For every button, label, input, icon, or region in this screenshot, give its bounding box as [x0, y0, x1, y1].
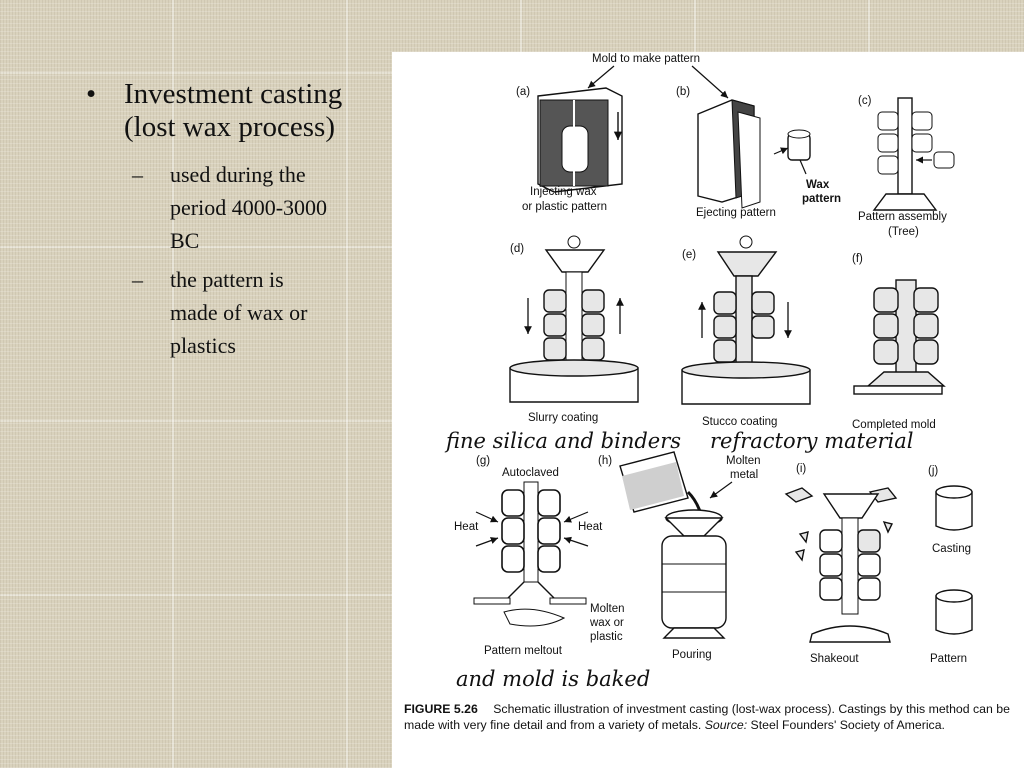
main-bullet: • Investment casting (lost wax process): [86, 78, 386, 144]
panel-caption: or plastic pattern: [522, 201, 607, 213]
panel-callout: Wax: [806, 179, 830, 191]
main-bullet-line: (lost wax process): [124, 111, 336, 143]
panel-caption: (Tree): [888, 226, 919, 238]
casting-label: Casting: [932, 543, 971, 555]
panel-letter: (d): [510, 243, 524, 255]
panel-letter: (e): [682, 249, 696, 261]
heat-label: Heat: [454, 521, 479, 533]
sub-bullet-line: made of wax or: [170, 300, 308, 325]
handwritten-note-baked: and mold is baked: [456, 667, 650, 691]
panel-caption: Shakeout: [810, 653, 859, 665]
source-label: Source:: [704, 717, 748, 732]
sub-bullet-line: the pattern is: [170, 267, 284, 292]
dash-marker: –: [132, 162, 143, 187]
dash-marker: –: [132, 267, 143, 292]
panel-letter: (c): [858, 95, 872, 107]
panel-callout: plastic: [590, 631, 623, 643]
panel-letter: (g): [476, 455, 490, 467]
slide-text: • Investment casting (lost wax process) …: [86, 78, 386, 368]
panel-letter: (b): [676, 86, 690, 98]
panel-caption: Pouring: [672, 649, 712, 661]
panel-i-shakeout: (i) Shakeout: [784, 463, 898, 665]
callout-arrow: [587, 65, 615, 89]
panel-j-casting-pattern: (j) Casting Pattern: [928, 465, 973, 665]
panel-f-completed-mold: (f) Completed mold: [852, 253, 946, 431]
panel-caption: Stucco coating: [702, 416, 777, 428]
main-bullet-text: Investment casting (lost wax process): [124, 78, 342, 144]
pattern-label: Pattern: [930, 653, 967, 665]
panel-caption: Slurry coating: [528, 412, 598, 424]
panel-a-injecting-wax: (a) Injecting wax or plastic pattern: [516, 86, 623, 213]
source-text: Steel Founders' Society of America.: [750, 717, 945, 732]
heat-label: Heat: [578, 521, 603, 533]
sub-bullet-line: used during the: [170, 162, 306, 187]
figure-caption: FIGURE 5.26 Schematic illustration of in…: [404, 702, 1010, 733]
panel-letter: (i): [796, 463, 806, 475]
sub-bullet-line: BC: [170, 228, 200, 253]
panel-callout: metal: [730, 469, 758, 481]
panel-h-pouring: (h) Molten metal Pouring: [598, 451, 761, 661]
sub-bullets: – used during the period 4000-3000 BC – …: [132, 158, 386, 362]
panel-letter: (f): [852, 253, 863, 265]
mold-to-make-pattern-label: Mold to make pattern: [592, 53, 700, 65]
sub-bullet-line: period 4000-3000: [170, 195, 328, 220]
figure-number: FIGURE 5.26: [404, 702, 478, 716]
panel-caption: Ejecting pattern: [696, 207, 776, 219]
panel-callout: wax or: [589, 617, 624, 629]
panel-e-stucco-coating: (e) Stucco coating: [681, 235, 811, 428]
handwritten-note-refractory: refractory material: [710, 429, 914, 453]
callout-arrow: [691, 65, 729, 99]
panel-g-pattern-meltout: (g) Autoclaved Heat Heat Molten wax or p…: [454, 455, 625, 657]
panel-callout: pattern: [802, 193, 841, 205]
sub-bullet-line: plastics: [170, 333, 236, 358]
panel-caption: Pattern assembly: [858, 211, 947, 223]
panel-b-ejecting-pattern: (b) Wax pattern Ejecting pattern: [676, 86, 841, 219]
investment-casting-figure: Mold to make pattern (a) Injecting wax o…: [392, 52, 1024, 768]
bullet-marker: •: [86, 78, 97, 110]
figure-illustration: Mold to make pattern (a) Injecting wax o…: [444, 53, 973, 691]
figure-caption-text: Schematic illustration of investment cas…: [404, 702, 1010, 732]
panel-letter: (h): [598, 455, 612, 467]
panel-c-pattern-assembly: (c) Pattern assembly (Tree): [858, 95, 955, 238]
panel-letter: (j): [928, 465, 938, 477]
panel-label: Autoclaved: [502, 467, 559, 479]
main-bullet-line: Investment casting: [124, 78, 343, 110]
handwritten-note-binders: fine silica and binders: [444, 429, 681, 453]
panel-callout: Molten: [590, 603, 625, 615]
panel-callout: Molten: [726, 455, 761, 467]
panel-letter: (a): [516, 86, 530, 98]
panel-caption: Pattern meltout: [484, 645, 563, 657]
sub-bullet: – the pattern is made of wax or plastics: [132, 263, 386, 362]
sub-bullet: – used during the period 4000-3000 BC: [132, 158, 386, 257]
panel-caption: Completed mold: [852, 419, 936, 431]
panel-caption: Injecting wax: [530, 186, 597, 198]
panel-d-slurry-coating: (d) Slurry coating: [509, 235, 639, 424]
